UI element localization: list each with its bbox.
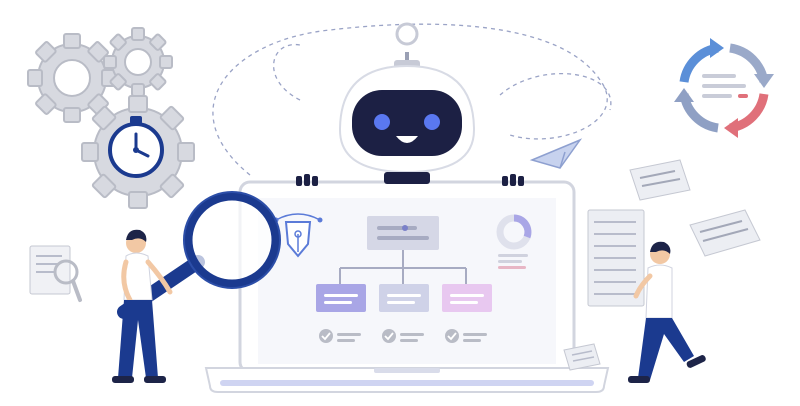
magnifier-icon <box>53 259 82 302</box>
gear-icon <box>103 27 173 97</box>
document-icon <box>629 159 691 201</box>
robot-icon <box>296 22 524 186</box>
refresh-cycle-icon <box>674 38 774 138</box>
checkmark-icon <box>319 329 361 343</box>
document-icon <box>563 343 601 371</box>
flow-card <box>379 284 429 312</box>
person-right <box>628 241 706 383</box>
document-icon <box>29 245 71 295</box>
dashed-orbit-lines <box>212 23 612 176</box>
checkmark-icon <box>445 329 487 343</box>
pen-nib-icon <box>273 213 323 258</box>
person-left <box>112 229 173 383</box>
stopwatch-icon <box>108 116 164 178</box>
document-icon <box>689 209 761 257</box>
flow-card <box>442 284 492 312</box>
paper-plane-icon <box>529 138 583 169</box>
checkmark-icon <box>382 329 424 343</box>
flow-card <box>316 284 366 312</box>
gear-icon <box>27 33 117 123</box>
document-stack <box>587 209 645 307</box>
donut-chart-icon <box>496 214 532 269</box>
screen-flowchart <box>316 216 492 343</box>
